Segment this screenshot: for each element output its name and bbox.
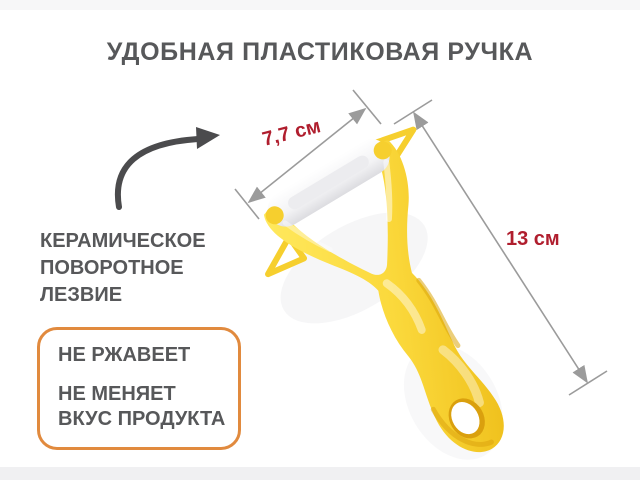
benefit-item-no-taste-line2: ВКУС ПРОДУКТА xyxy=(58,408,226,430)
length-dimension xyxy=(393,99,608,396)
bulb-gloss xyxy=(438,345,484,408)
handle-gloss xyxy=(382,279,426,334)
page-title: УДОБНАЯ ПЛАСТИКОВАЯ РУЧКА xyxy=(106,38,534,66)
benefit-item-no-taste-line1: НЕ МЕНЯЕТ xyxy=(58,383,176,405)
blade-callout-line1: КЕРАМИЧЕСКОЕ xyxy=(40,230,206,252)
hanging-hole xyxy=(451,402,480,435)
blade-pivot-right xyxy=(373,141,392,160)
bulb-shade-left xyxy=(430,406,494,447)
blade-pivot-left xyxy=(265,206,284,225)
benefit-item-no-taste: НЕ МЕНЯЕТ ВКУС ПРОДУКТА xyxy=(58,382,226,432)
handle-shade-right xyxy=(416,277,461,349)
benefit-item-no-rust: НЕ РЖАВЕЕТ xyxy=(58,344,191,366)
length-extension-tick-bottom xyxy=(568,370,608,396)
bottom-frame-strip xyxy=(0,467,640,480)
benefits-box: НЕ РЖАВЕЕТ НЕ МЕНЯЕТ ВКУС ПРОДУКТА xyxy=(37,327,241,450)
peeler-body xyxy=(263,140,504,453)
blade-callout: КЕРАМИЧЕСКОЕ ПОВОРОТНОЕ ЛЕЗВИЕ xyxy=(40,228,206,309)
blade-callout-line3: ЛЕЗВИЕ xyxy=(40,284,123,306)
width-extension-tick-left xyxy=(234,188,260,220)
length-dimension-line xyxy=(413,111,588,384)
width-extension-tick-right xyxy=(352,89,382,125)
length-dimension-label: 13 см xyxy=(506,228,560,250)
top-frame-strip xyxy=(0,0,640,10)
width-dimension xyxy=(234,89,382,220)
curved-pointer-arrow xyxy=(114,127,220,210)
width-dimension-line xyxy=(247,107,367,204)
arm-gloss-left xyxy=(282,220,333,253)
blade-slot xyxy=(288,155,369,210)
length-extension-tick-top xyxy=(393,99,433,125)
peeler xyxy=(263,126,504,460)
blade-callout-line2: ПОВОРОТНОЕ xyxy=(40,257,184,279)
arm-gloss-right xyxy=(383,159,393,223)
